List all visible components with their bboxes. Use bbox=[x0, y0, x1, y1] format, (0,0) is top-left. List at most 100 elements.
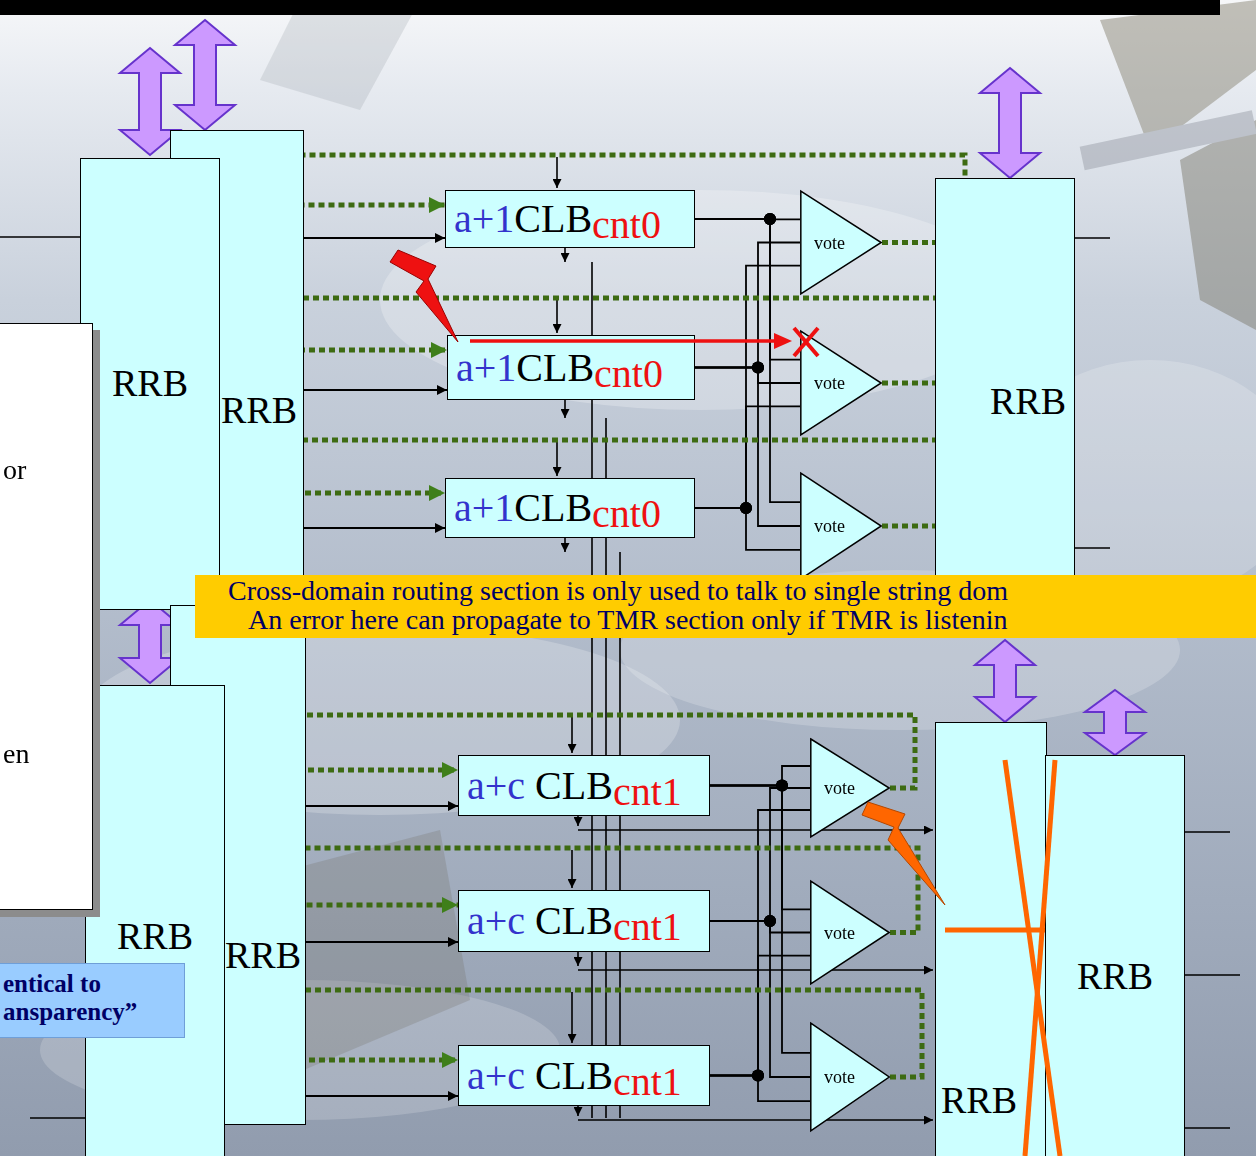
voter-triangle: vote bbox=[810, 738, 890, 838]
signal-connector bbox=[306, 1095, 458, 1097]
callout-panel: or en bbox=[0, 323, 93, 910]
signal-connector bbox=[710, 921, 810, 1077]
input-wire bbox=[571, 992, 573, 1043]
signal-connector bbox=[695, 219, 800, 502]
signal-connector bbox=[306, 805, 458, 807]
block-label: RRB bbox=[81, 364, 219, 402]
logic-block: a+cCLBcnt1 bbox=[458, 890, 710, 952]
junction-dot bbox=[764, 915, 776, 927]
callout-text: entical to ansparency” bbox=[3, 970, 180, 1025]
voter-label: vote bbox=[814, 234, 845, 252]
output-wire bbox=[578, 1119, 933, 1121]
signal-connector bbox=[695, 219, 800, 360]
junction-dot bbox=[752, 362, 764, 374]
block-label: RRB bbox=[936, 382, 1066, 420]
junction-dot bbox=[764, 213, 776, 225]
voter-label: vote bbox=[824, 779, 855, 797]
bus-double-arrow bbox=[175, 20, 235, 130]
voter-triangle: vote bbox=[800, 472, 882, 580]
block-name: CLB bbox=[535, 766, 613, 806]
blocked-mark bbox=[794, 328, 818, 356]
voter-outline bbox=[811, 881, 889, 984]
signal-term: a+c bbox=[467, 901, 525, 941]
signal-connector bbox=[695, 406, 800, 508]
note-banner: Cross-domain routing section is only use… bbox=[195, 575, 1256, 638]
subscript-label: cnt1 bbox=[613, 907, 682, 947]
voter-label: vote bbox=[824, 1068, 855, 1086]
solar-panel bbox=[260, 0, 420, 110]
fault-arrow bbox=[470, 339, 776, 343]
output-wire bbox=[578, 969, 933, 971]
junction-dot bbox=[740, 502, 752, 514]
signal-term: a+1 bbox=[456, 348, 516, 388]
signal-term: a+1 bbox=[454, 199, 514, 239]
wire bbox=[1185, 1127, 1230, 1129]
wire bbox=[1075, 237, 1110, 239]
note-text: Cross-domain routing section is only use… bbox=[228, 576, 1256, 605]
voter-outline bbox=[811, 1023, 889, 1131]
wire bbox=[30, 1117, 85, 1119]
failed-mark bbox=[1005, 760, 1060, 1156]
voter-label: vote bbox=[824, 924, 855, 942]
junction-dot bbox=[764, 915, 776, 927]
signal-connector bbox=[695, 508, 800, 550]
subscript-label: cnt0 bbox=[594, 354, 663, 394]
block-label: RRB bbox=[1046, 957, 1184, 995]
junction-dot bbox=[740, 502, 752, 514]
routing-block: RRB bbox=[80, 158, 220, 610]
junction-dot bbox=[776, 780, 788, 792]
logic-block: a+cCLBcnt1 bbox=[458, 755, 710, 816]
wire bbox=[1075, 547, 1110, 549]
fault-arrow-head bbox=[774, 333, 792, 349]
signal-term: a+c bbox=[467, 1056, 525, 1096]
signal-connector bbox=[710, 788, 810, 921]
input-wire bbox=[571, 717, 573, 753]
block-label: RRB bbox=[941, 1081, 1046, 1119]
block-label: RRB bbox=[86, 917, 224, 955]
junction-dot bbox=[764, 915, 776, 927]
bus-double-arrow bbox=[980, 68, 1040, 178]
voter-outline bbox=[811, 739, 889, 837]
input-wire bbox=[556, 157, 558, 188]
voter-triangle: vote bbox=[800, 190, 882, 295]
signal-connector bbox=[304, 237, 445, 239]
junction-dot bbox=[764, 213, 776, 225]
logic-block: a+cCLBcnt1 bbox=[458, 1045, 710, 1106]
signal-term: a+1 bbox=[454, 488, 514, 528]
subscript-label: cnt0 bbox=[592, 205, 661, 245]
signal-term: a+c bbox=[467, 766, 525, 806]
signal-connector bbox=[710, 956, 810, 1076]
routing-block: RRB bbox=[1045, 755, 1185, 1156]
signal-connector bbox=[710, 921, 810, 933]
callout-text: en bbox=[3, 738, 92, 770]
input-wire bbox=[571, 850, 573, 888]
blocked-mark bbox=[794, 328, 818, 356]
junction-dot bbox=[752, 362, 764, 374]
logic-block: a+1CLBcnt0 bbox=[445, 478, 695, 538]
fault-lightning bbox=[862, 802, 945, 905]
logic-block: a+1CLBcnt0 bbox=[447, 335, 695, 400]
input-wire bbox=[556, 300, 558, 333]
signal-connector bbox=[695, 266, 800, 508]
logic-block: a+1CLBcnt0 bbox=[445, 190, 695, 248]
voter-triangle: vote bbox=[800, 330, 882, 436]
subscript-label: cnt1 bbox=[613, 772, 682, 812]
routing-block: RRB bbox=[85, 685, 225, 1156]
voter-outline bbox=[801, 331, 881, 435]
wire bbox=[1185, 974, 1240, 976]
block-name: CLB bbox=[514, 488, 592, 528]
title-bar bbox=[0, 0, 1220, 15]
truss bbox=[1080, 110, 1256, 170]
junction-dot bbox=[752, 1070, 764, 1082]
note-text: An error here can propagate to TMR secti… bbox=[248, 605, 1256, 634]
wire bbox=[1185, 831, 1230, 833]
signal-connector bbox=[306, 941, 458, 943]
voter-label: vote bbox=[814, 374, 845, 392]
block-name: CLB bbox=[514, 199, 592, 239]
block-name: CLB bbox=[535, 1056, 613, 1096]
failed-mark bbox=[1025, 760, 1055, 1156]
junction-dot bbox=[764, 213, 776, 225]
callout-box: entical to ansparency” bbox=[0, 963, 185, 1038]
block-name: CLB bbox=[516, 348, 594, 388]
callout-text: or bbox=[3, 454, 92, 486]
